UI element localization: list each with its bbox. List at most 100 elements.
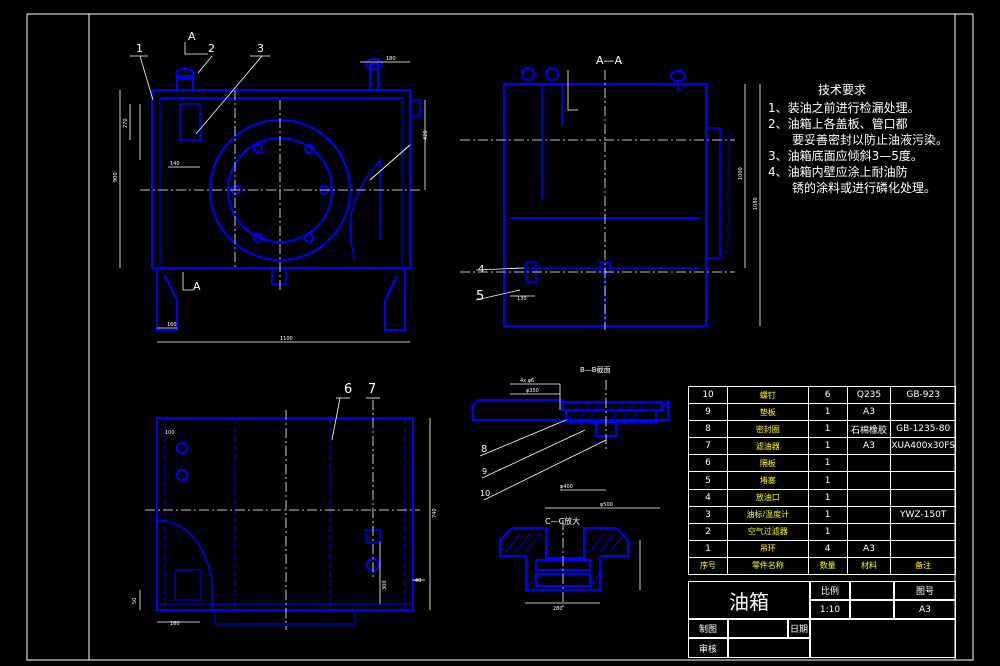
- bom-cell-material: [846, 505, 892, 524]
- bom-cell-no: 10: [687, 385, 729, 405]
- checked-value: [728, 638, 810, 658]
- dim-160: 160: [167, 322, 177, 328]
- material-label: [850, 581, 894, 600]
- tech-req-item-6: 锈的涂料或进行磷化处理。: [792, 181, 937, 195]
- dim-1000: 1000: [738, 167, 744, 180]
- tech-req-item-2: 2、油箱上各盖板、管口都: [768, 117, 908, 131]
- bom-header-remark: 备注: [890, 556, 956, 576]
- dim-50: 50: [132, 598, 138, 604]
- bom-header-qty: 数量: [807, 556, 848, 576]
- bom-cell-name: 滤油器: [727, 437, 809, 456]
- bom-header-material: 材料: [846, 556, 892, 576]
- callout-1: 1: [136, 42, 143, 55]
- bom-cell-material: A3: [846, 437, 892, 456]
- bom-cell-qty: 4: [807, 539, 848, 558]
- drawn-value: [728, 619, 788, 638]
- top-view: [156, 417, 414, 625]
- drawing-no-label: 图号: [894, 581, 956, 600]
- bom-cell-no: 5: [687, 471, 729, 490]
- bom-cell-name: 放油口: [727, 488, 809, 507]
- callout-7: 7: [368, 382, 376, 397]
- dim-1100: 1100: [280, 336, 293, 342]
- checked-label: 审核: [688, 638, 728, 658]
- bom-cell-remark: GB-1235-80: [890, 420, 956, 439]
- dim-400: φ400: [560, 484, 573, 490]
- bom-cell-name: 垫板: [727, 403, 809, 422]
- bom-header-name: 零件名称: [727, 556, 809, 576]
- bom-cell-name: 隔板: [727, 454, 809, 473]
- dim-40: 40: [415, 578, 421, 584]
- bom-header-row: 序号零件名称数量材料备注: [687, 556, 956, 576]
- dim-900: 900: [113, 172, 119, 182]
- bom-cell-name: 空气过滤器: [727, 522, 809, 541]
- top-view-dimension-lines: [139, 397, 431, 623]
- technical-requirements: 技术要求 1、装油之前进行检漏处理。 2、油箱上各盖板、管口都 要妥善密封以防止…: [768, 82, 948, 196]
- title-block: 油箱 比例 图号 1:10 A3 制图 日期 审核: [688, 581, 956, 658]
- callout-3: 3: [257, 42, 264, 55]
- bom-cell-name: 堵塞: [727, 471, 809, 490]
- bom-cell-qty: 1: [807, 437, 848, 456]
- bom-cell-qty: 1: [807, 403, 848, 422]
- section-bb-hatch: [567, 403, 645, 421]
- side-view-aa: [503, 67, 729, 327]
- bom-cell-remark: [890, 471, 956, 490]
- bom-cell-material: A3: [846, 403, 892, 422]
- dim-180: 180: [386, 56, 396, 62]
- bom-cell-qty: 1: [807, 522, 848, 541]
- section-cc-lines: [525, 520, 641, 610]
- bom-cell-remark: [890, 539, 956, 558]
- top-view-centerlines: [145, 400, 420, 630]
- bom-cell-name: 密封圈: [727, 420, 809, 439]
- company-cell: [810, 619, 956, 658]
- front-view-leaders: [130, 55, 270, 135]
- bom-cell-name: 螺钉: [727, 385, 809, 405]
- label-cc: C—C放大: [545, 516, 580, 526]
- dim-130: 130: [517, 296, 527, 302]
- dim-270: 270: [123, 118, 129, 128]
- section-bb-lines: [479, 383, 660, 509]
- bom-cell-material: [846, 488, 892, 507]
- tech-req-item-3: 要妥善密封以防止油液污染。: [792, 133, 949, 147]
- callout-6: 6: [344, 382, 352, 397]
- dim-4x6: 4x φ6: [520, 378, 534, 384]
- bom-cell-no: 7: [687, 437, 729, 456]
- material-value: A3: [894, 600, 956, 619]
- bom-cell-qty: 1: [807, 420, 848, 439]
- bom-cell-material: 石棉橡胶: [846, 420, 892, 439]
- dim-140: 140: [170, 161, 180, 167]
- bom-cell-qty: 1: [807, 488, 848, 507]
- bom-cell-no: 4: [687, 488, 729, 507]
- callout-9: 9: [482, 467, 487, 476]
- callout-8: 8: [481, 444, 487, 455]
- dim-100: 100: [165, 430, 175, 436]
- bom-cell-qty: 1: [807, 471, 848, 490]
- blank-cell: [850, 600, 894, 619]
- bom-cell-material: A3: [846, 539, 892, 558]
- bom-cell-no: 8: [687, 420, 729, 439]
- dim-740: 740: [432, 508, 438, 518]
- label-bb: B—B截面: [580, 365, 611, 374]
- dim-420: 420: [423, 130, 429, 140]
- side-view-dimension-lines: [475, 70, 761, 326]
- label-a-bottom: A: [193, 280, 201, 293]
- bom-header-no: 序号: [687, 556, 729, 576]
- dim-350: φ350: [526, 388, 539, 394]
- tech-req-item-4: 3、油箱底面应倾斜3—5度。: [768, 149, 923, 163]
- bom-cell-no: 6: [687, 454, 729, 473]
- bom-cell-remark: [890, 403, 956, 422]
- bom-cell-material: [846, 454, 892, 473]
- callout-5: 5: [476, 289, 484, 304]
- scale-value: 1:10: [810, 600, 850, 619]
- front-view-dimension-lines: [119, 42, 426, 343]
- callout-10: 10: [480, 489, 490, 498]
- bom-cell-remark: GB-923: [890, 385, 956, 405]
